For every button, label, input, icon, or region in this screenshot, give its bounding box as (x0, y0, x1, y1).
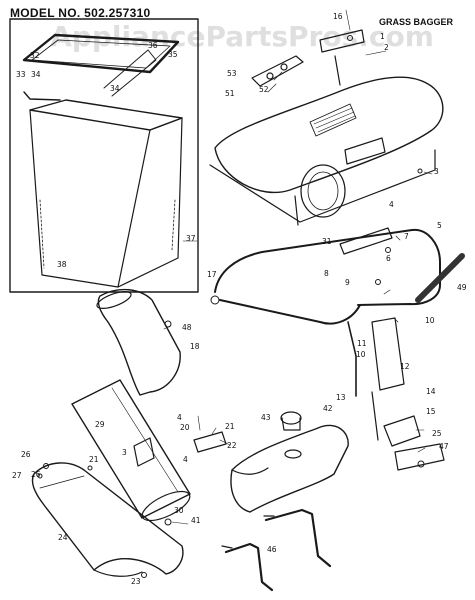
part-number-label: 16 (333, 12, 343, 21)
part-number-label: 49 (457, 283, 467, 292)
part-number-label: 38 (57, 260, 67, 269)
part-number-label: 2 (384, 43, 389, 52)
part-number-label: 32 (30, 51, 40, 60)
inset-frame (9, 18, 199, 293)
chute-tube-drawing (71, 379, 191, 522)
part-number-label: 14 (426, 387, 436, 396)
part-number-label: 9 (345, 278, 350, 287)
bagger-hood-drawing (209, 29, 444, 226)
chute-hinge-drawing (193, 431, 227, 453)
grass-bag-drawing (29, 99, 183, 288)
part-number-label: 6 (386, 254, 391, 263)
part-number-label: 52 (259, 85, 269, 94)
part-number-label: 12 (400, 362, 410, 371)
part-number-label: 21 (89, 455, 99, 464)
part-number-label: 41 (191, 516, 201, 525)
leader-lines (163, 9, 433, 525)
part-number-label: 47 (439, 442, 449, 451)
mounting-bracket-drawing (339, 227, 393, 255)
part-number-label: 20 (180, 423, 190, 432)
part-number-label: 1 (380, 32, 385, 41)
part-number-label: 5 (437, 221, 442, 230)
bag-frame-drawing (22, 33, 180, 101)
part-number-label: 34 (110, 84, 120, 93)
clamp-drawing (383, 415, 421, 447)
part-number-label: 34 (31, 70, 41, 79)
adapter-housing-drawing (230, 411, 349, 513)
part-number-label: 26 (31, 470, 41, 479)
part-number-label: 23 (131, 577, 141, 586)
part-number-label: 46 (267, 545, 277, 554)
chute-deflector-drawing (31, 462, 184, 577)
foam-tube-drawing (415, 253, 465, 303)
fastener-drawings (37, 35, 425, 578)
part-number-label: 31 (322, 237, 332, 246)
part-number-label: 4 (389, 200, 394, 209)
part-number-label: 10 (356, 350, 366, 359)
model-number: MODEL NO. 502.257310 (10, 6, 151, 20)
part-number-label: 8 (324, 269, 329, 278)
part-number-label: 51 (225, 89, 235, 98)
part-number-label: 4 (183, 455, 188, 464)
part-number-label: 13 (336, 393, 346, 402)
part-number-label: 18 (190, 342, 200, 351)
part-number-label: 25 (432, 429, 442, 438)
part-number-label: 11 (357, 339, 367, 348)
part-number-label: 3 (434, 167, 439, 176)
part-number-label: 27 (12, 471, 22, 480)
support-post-drawing (347, 317, 405, 441)
hinge-bracket-drawing (251, 55, 304, 87)
assembly-title: GRASS BAGGER (379, 17, 454, 27)
part-number-label: 24 (58, 533, 68, 542)
part-number-label: 33 (16, 70, 26, 79)
part-number-label: 37 (186, 234, 196, 243)
chute-elbow-drawing (96, 289, 181, 396)
part-number-label: 53 (227, 69, 237, 78)
part-number-label: 21 (225, 422, 235, 431)
part-number-label: 35 (168, 50, 178, 59)
adapter-bracket-drawing (221, 508, 332, 592)
part-number-label: 22 (227, 441, 237, 450)
part-number-label: 3 (122, 448, 127, 457)
part-number-label: 7 (404, 232, 409, 241)
part-number-label: 36 (148, 41, 158, 50)
part-number-label: 17 (207, 270, 217, 279)
part-number-label: 10 (425, 316, 435, 325)
part-number-label: 42 (323, 404, 333, 413)
part-number-label: 29 (95, 420, 105, 429)
part-number-label: 48 (182, 323, 192, 332)
part-number-label: 4 (177, 413, 182, 422)
bag-frame-rod-drawing (214, 228, 441, 325)
part-number-label: 26 (21, 450, 31, 459)
part-number-label: 30 (174, 506, 184, 515)
part-number-label: 15 (426, 407, 436, 416)
part-number-label: 43 (261, 413, 271, 422)
